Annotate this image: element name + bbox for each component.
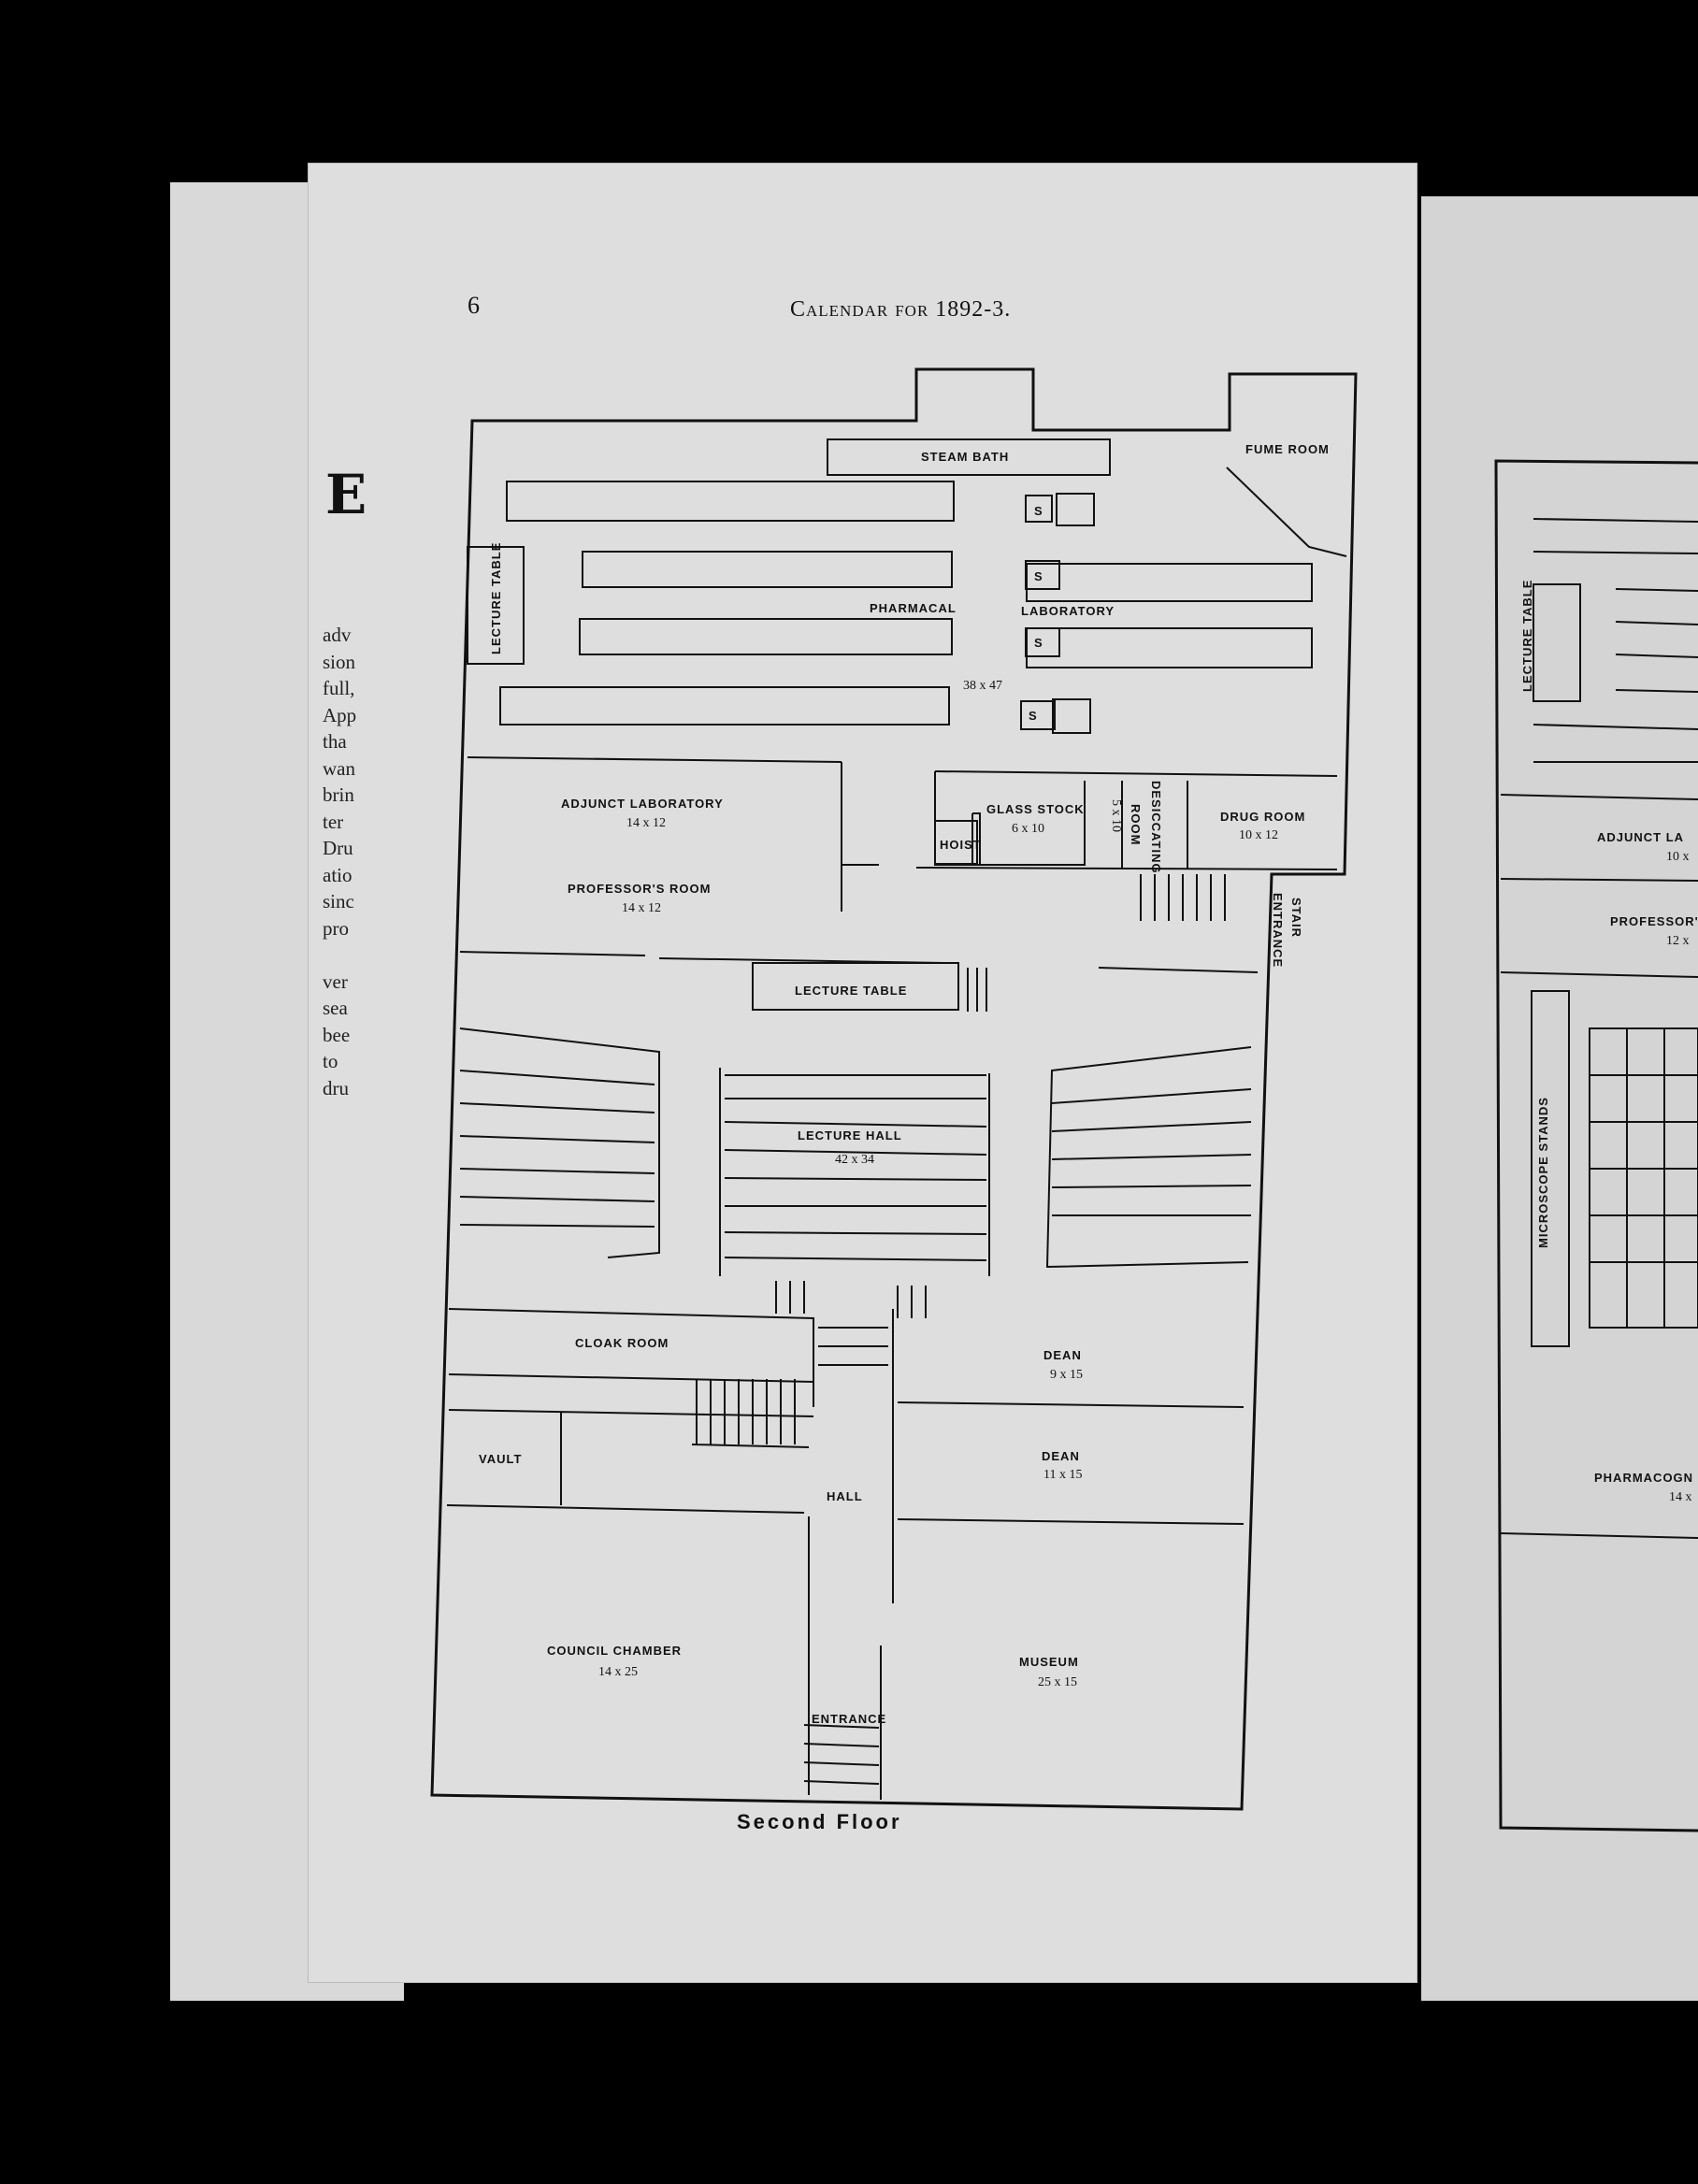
sink-label: S — [1029, 709, 1038, 723]
drug-room-dimensions: 10 x 12 — [1239, 828, 1278, 842]
right-pharmacog-dimensions: 14 x — [1669, 1490, 1692, 1504]
entrance-label: ENTRANCE — [812, 1712, 886, 1726]
back-page-line: App — [323, 703, 357, 726]
back-page-line: ter — [323, 810, 344, 833]
desiccating-label: DESICCATING — [1149, 781, 1163, 874]
right-pharmacog-label: PHARMACOGN — [1594, 1471, 1693, 1485]
back-page-line: sea — [323, 997, 348, 1019]
back-page-line: full, — [323, 677, 355, 699]
dean-dimensions: 11 x 15 — [1043, 1468, 1082, 1482]
lab-dimensions: 38 x 47 — [963, 679, 1002, 693]
page-number: 6 — [468, 292, 480, 319]
glass-stock-label: GLASS STOCK — [986, 802, 1085, 816]
back-page-line: ver — [323, 970, 348, 993]
back-page-line: Dru — [323, 837, 353, 859]
dean-label: DEAN — [1042, 1449, 1080, 1463]
back-page-line: tha — [323, 730, 347, 753]
steam-bath-label: STEAM BATH — [921, 450, 1009, 464]
adjunct-lab-label: ADJUNCT LABORATORY — [561, 797, 724, 811]
right-professor-dimensions: 12 x — [1666, 934, 1690, 948]
adjunct-lab-dimensions: 14 x 12 — [626, 816, 666, 830]
cloak-room-label: CLOAK ROOM — [575, 1336, 669, 1350]
back-page-line: adv — [323, 624, 352, 646]
drug-room-label: DRUG ROOM — [1220, 810, 1305, 824]
council-chamber-dimensions: 14 x 25 — [598, 1665, 638, 1679]
back-page-initial: E — [325, 463, 367, 526]
floor-caption: Second Floor — [737, 1810, 902, 1833]
right-page — [1421, 196, 1698, 2001]
sink-label: S — [1034, 636, 1043, 650]
right-adjunct-dimensions: 10 x — [1666, 850, 1690, 864]
museum-label: MUSEUM — [1019, 1655, 1079, 1669]
small-room-dimensions: 5 x 10 — [1109, 799, 1123, 832]
back-page-line: dru — [323, 1076, 349, 1099]
back-page-line: brin — [323, 783, 354, 806]
dean-dimensions: 9 x 15 — [1050, 1368, 1083, 1382]
lecture-hall-dimensions: 42 x 34 — [835, 1153, 874, 1167]
entrance-stair-label-2: STAIR — [1289, 898, 1303, 938]
back-page-line: atio — [323, 863, 353, 886]
back-page-line: sion — [323, 650, 356, 673]
hoist-label: HOIST — [940, 838, 982, 852]
room-word-label: ROOM — [1129, 804, 1143, 845]
laboratory-label: LABORATORY — [1021, 604, 1115, 618]
professors-room-dimensions: 14 x 12 — [622, 901, 661, 915]
professors-room-label: PROFESSOR'S ROOM — [568, 882, 711, 896]
back-page-line: bee — [323, 1023, 351, 1046]
back-page-line: pro — [323, 916, 349, 940]
microscope-stands-label: MICROSCOPE STANDS — [1536, 1097, 1550, 1248]
glass-stock-dimensions: 6 x 10 — [1012, 822, 1044, 836]
back-page-line: wan — [323, 756, 355, 780]
lecture-hall-label: LECTURE HALL — [798, 1128, 902, 1142]
museum-dimensions: 25 x 15 — [1038, 1675, 1077, 1689]
fume-room-label: FUME ROOM — [1245, 442, 1330, 456]
pharmacal-label: PHARMACAL — [870, 601, 957, 615]
right-adjunct-label: ADJUNCT LA — [1597, 830, 1684, 844]
lecture-table-label: LECTURE TABLE — [795, 984, 907, 998]
back-page-line: to — [323, 1050, 338, 1072]
vault-label: VAULT — [479, 1452, 522, 1466]
dean-label: DEAN — [1043, 1348, 1082, 1362]
right-lecture-table-label: LECTURE TABLE — [1520, 580, 1534, 692]
right-professor-label: PROFESSOR' — [1610, 914, 1698, 928]
entrance-stair-label-1: ENTRANCE — [1271, 893, 1285, 968]
side-lecture-table-label: LECTURE TABLE — [489, 542, 503, 654]
back-page-line: sinc — [323, 890, 354, 912]
page-title: Calendar for 1892-3. — [790, 297, 1012, 322]
sink-label: S — [1034, 504, 1043, 518]
hall-label: HALL — [827, 1489, 863, 1503]
council-chamber-label: COUNCIL CHAMBER — [547, 1644, 682, 1658]
sink-label: S — [1034, 569, 1043, 583]
